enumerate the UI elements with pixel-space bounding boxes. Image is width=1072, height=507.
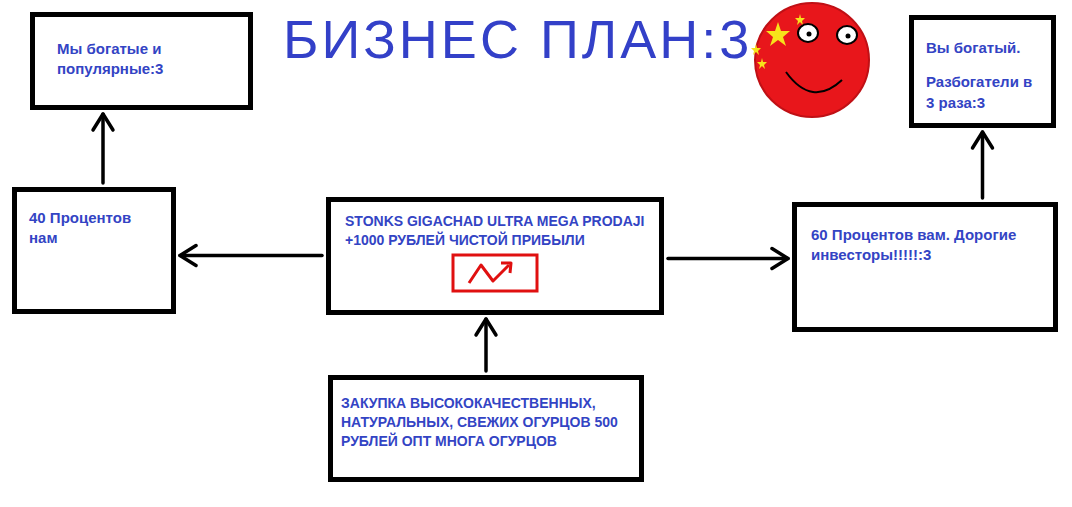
box-text: 40 Процентов нам: [29, 208, 161, 249]
purchase-box: ЗАКУПКА ВЫСОКОКАЧЕСТВЕННЫХ, НАТУРАЛЬНЫХ,…: [328, 375, 644, 482]
arrow-line: [668, 257, 788, 261]
share-box: 60 Процентов вам. Дорогие инвесторы!!!!!…: [792, 202, 1058, 332]
box-text: 60 Процентов вам. Дорогие инвесторы!!!!!…: [811, 225, 1041, 266]
arrow-connector: [476, 319, 496, 371]
result-box: Вы богатый. Разбогатели в 3 раза:3: [909, 15, 1056, 128]
share-box: 40 Процентов нам: [12, 187, 176, 314]
arrow-connector: [668, 249, 788, 269]
arrow-head: [180, 246, 196, 266]
arrow-line: [180, 254, 322, 258]
result-box: Мы богатые и популярные:3: [30, 12, 253, 110]
arrow-connector: [93, 114, 113, 183]
china-countryball: [748, 0, 878, 124]
box-text: Мы богатые и популярные:3: [57, 39, 232, 80]
arrow-line: [981, 132, 985, 198]
arrow-head: [973, 132, 993, 148]
box-text: ЗАКУПКА ВЫСОКОКАЧЕСТВЕННЫХ, НАТУРАЛЬНЫХ,…: [341, 394, 629, 451]
box-text: STONKS GIGACHAD ULTRA MEGA PRODAJI +1000…: [345, 212, 647, 250]
arrow-connector: [180, 246, 322, 266]
arrow-head: [93, 114, 113, 130]
stonks-chart-icon: [451, 253, 541, 295]
arrow-head: [772, 249, 788, 269]
diagram-title: БИЗНЕС ПЛАН:3: [283, 8, 752, 70]
arrow-connector: [973, 132, 993, 198]
arrow-head: [476, 319, 496, 335]
box-text: Разбогатели в 3 раза:3: [926, 72, 1041, 113]
arrow-line: [101, 114, 105, 183]
arrow-line: [484, 319, 488, 371]
box-text: Вы богатый.: [926, 38, 1041, 58]
